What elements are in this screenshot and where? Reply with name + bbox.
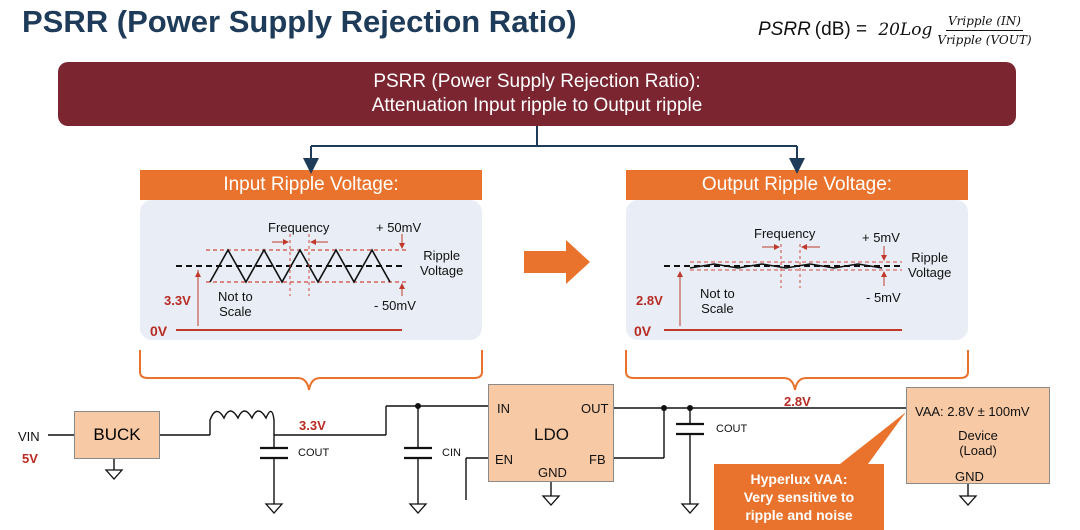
cout2-label: COUT <box>716 423 748 435</box>
output-ripple-header: Output Ripple Voltage: <box>626 170 968 200</box>
device-load: VAA: 2.8V ± 100mV Device (Load) GND <box>906 387 1050 484</box>
input-scale-note: Not to Scale <box>218 289 253 319</box>
output-scale: Scale <box>701 301 734 316</box>
callout-line-2: Very sensitive to <box>743 489 855 505</box>
device-vaa-spec: VAA: 2.8V ± 100mV <box>915 404 1030 419</box>
hyperlux-callout: Hyperlux VAA: Very sensitive to ripple a… <box>714 464 884 530</box>
ldo-pin-en: EN <box>495 452 514 467</box>
node-3v3-label: 3.3V <box>299 418 326 433</box>
output-plus-label: + 5mV <box>862 230 900 245</box>
output-not-to: Not to <box>700 286 735 301</box>
vin-label: VIN <box>18 429 40 444</box>
formula-unit: (dB) = <box>814 19 873 40</box>
input-not-to: Not to <box>218 289 253 304</box>
psrr-formula: PSRR (dB) = 20Log Vripple (IN) Vripple (… <box>758 8 1034 52</box>
ground-icons <box>104 469 978 514</box>
callout-pointer <box>840 412 906 464</box>
input-plus-label: + 50mV <box>376 220 422 235</box>
ldo-regulator: IN OUT LDO EN FB GND <box>488 384 614 482</box>
banner-line-2: Attenuation Input ripple to Output rippl… <box>371 95 703 116</box>
cout1-label: COUT <box>298 447 330 459</box>
page-title: PSRR (Power Supply Rejection Ratio) <box>22 4 577 39</box>
output-frequency-label: Frequency <box>754 226 816 241</box>
ldo-pin-out: OUT <box>581 401 609 416</box>
device-gnd-pin: GND <box>955 469 984 484</box>
output-ripple-line-2: Voltage <box>908 265 952 280</box>
input-zero-label: 0V <box>150 323 168 339</box>
input-frequency-label: Frequency <box>268 220 330 235</box>
output-waveform <box>664 244 902 331</box>
banner-connector <box>303 126 805 174</box>
buck-converter: BUCK <box>74 411 160 459</box>
input-ripple-label: Ripple Voltage <box>420 248 463 278</box>
output-ripple-label: Ripple Voltage <box>908 250 951 280</box>
formula-coefficient: 20Log <box>878 20 933 40</box>
output-scale-note: Not to Scale <box>700 286 735 316</box>
callout-line-1: Hyperlux VAA: <box>750 471 848 487</box>
output-ripple-line-1: Ripple <box>911 250 949 265</box>
ldo-label: LDO <box>534 425 569 444</box>
psrr-banner: PSRR (Power Supply Rejection Ratio): Att… <box>58 62 1016 126</box>
input-ripple-line-2: Voltage <box>420 263 464 278</box>
output-dc-label: 2.8V <box>636 293 663 308</box>
panel-braces <box>139 350 969 391</box>
circuit-wires <box>48 405 969 504</box>
formula-denominator: Vripple (VOUT) <box>937 32 1032 47</box>
input-ripple-header: Input Ripple Voltage: <box>140 170 482 200</box>
flow-arrow-icon <box>524 240 590 284</box>
input-waveform <box>176 234 408 331</box>
buck-label: BUCK <box>93 425 141 444</box>
ldo-pin-fb: FB <box>589 452 606 467</box>
output-zero-label: 0V <box>634 323 652 339</box>
formula-lhs: PSRR <box>758 19 811 40</box>
capacitor-icons <box>260 422 704 460</box>
cin-label: CIN <box>442 447 461 459</box>
node-2v8-label: 2.8V <box>784 394 811 409</box>
junction-dots <box>415 403 693 411</box>
vin-value: 5V <box>22 451 38 466</box>
ldo-pin-gnd: GND <box>538 465 567 480</box>
banner-line-1: PSRR (Power Supply Rejection Ratio): <box>373 71 701 92</box>
device-name: Device <box>958 428 998 443</box>
ldo-pin-in: IN <box>497 401 510 416</box>
device-label: Device (Load) <box>907 428 1049 458</box>
formula-numerator: Vripple (IN) <box>945 14 1023 31</box>
formula-fraction: Vripple (IN) Vripple (VOUT) <box>935 14 1033 47</box>
input-dc-label: 3.3V <box>164 293 191 308</box>
input-ripple-line-1: Ripple <box>423 248 461 263</box>
device-load-note: (Load) <box>959 443 997 458</box>
output-minus-label: - 5mV <box>866 290 901 305</box>
input-scale: Scale <box>219 304 252 319</box>
callout-line-3: ripple and noise <box>745 507 853 523</box>
input-minus-label: - 50mV <box>374 298 416 313</box>
